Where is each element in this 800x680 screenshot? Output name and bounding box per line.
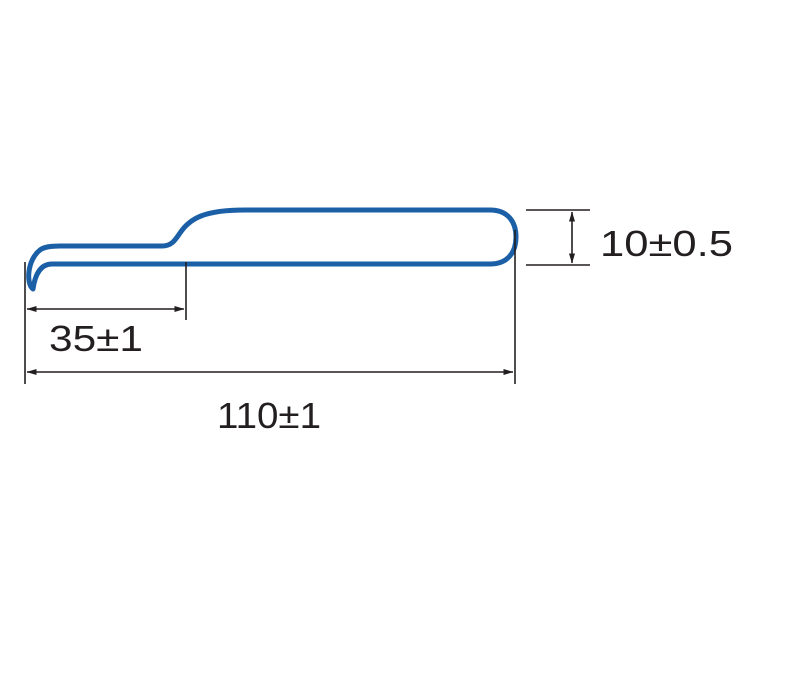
label-35: 35±1: [49, 318, 143, 359]
label-110: 110±1: [217, 395, 321, 436]
profile-outline: [26, 207, 519, 292]
label-10: 10±0.5: [600, 223, 733, 264]
